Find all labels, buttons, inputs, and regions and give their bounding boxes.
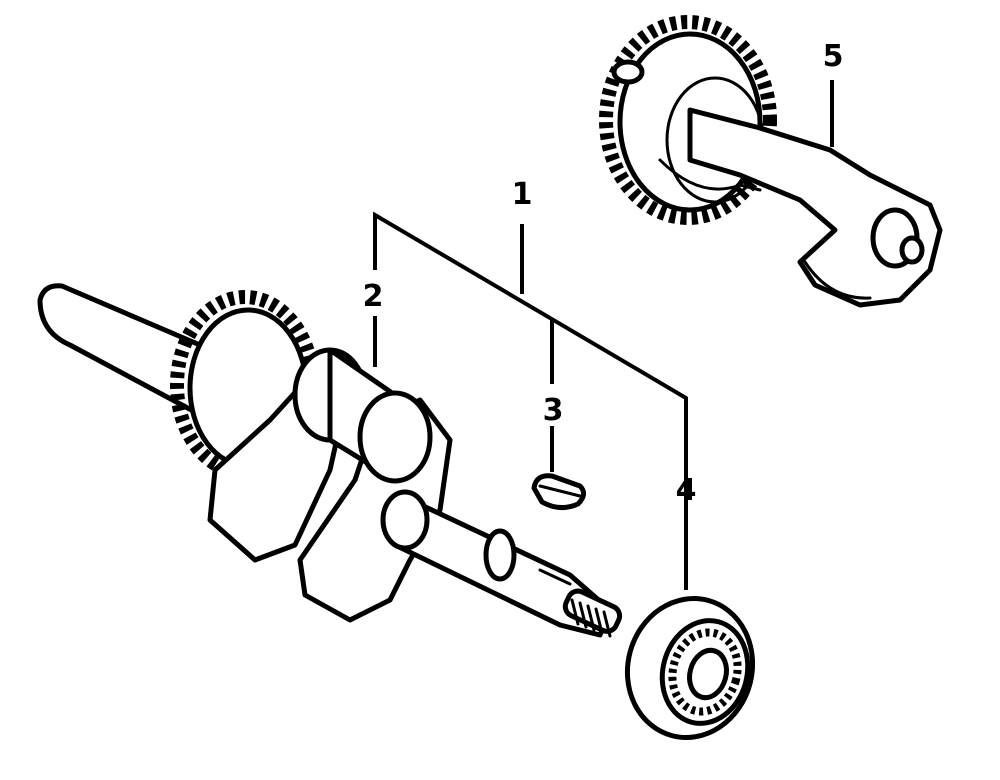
bearing-bore [687,647,729,701]
leader-lines [373,80,834,590]
leader-bracket [373,211,688,590]
camshaft-end-pin [899,235,925,265]
callout-4: 4 [676,473,697,508]
crankshaft-pin-end-b [357,390,433,484]
crankshaft-collar [483,528,517,582]
crankshaft-assembly [37,283,623,638]
bearing-balls-ring [668,628,742,716]
camshaft-gear-boss [611,59,645,85]
crankshaft-thread [562,588,623,638]
camshaft-lobe [658,158,762,192]
callout-3: 3 [543,393,564,428]
camshaft-lobe-2 [803,260,872,300]
crankshaft-main-journal [380,489,430,551]
crankshaft-keyway [538,568,572,586]
callout-labels: 1 2 3 4 5 [363,39,844,508]
callout-1: 1 [512,177,533,212]
callout-2: 2 [363,279,384,314]
ball-bearing [624,596,756,740]
woodruff-key [531,473,586,510]
camshaft-gear-teeth [599,15,777,225]
callout-5: 5 [823,39,844,74]
camshaft-assembly [599,15,943,308]
